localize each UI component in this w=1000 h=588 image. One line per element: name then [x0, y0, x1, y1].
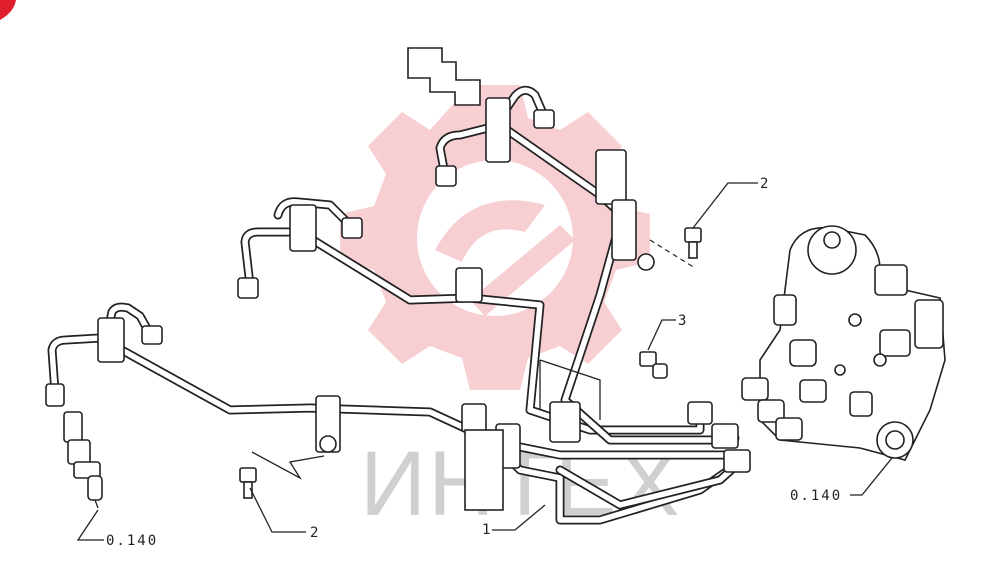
callout-2-bottom: 2	[310, 525, 320, 541]
screw-bottom	[239, 467, 257, 499]
callout-0140-left: 0.140	[106, 533, 158, 549]
screw-top	[684, 227, 702, 259]
callout-0140-right: 0.140	[790, 488, 842, 504]
screw-middle	[639, 351, 668, 379]
mounting-bracket	[407, 47, 481, 106]
callout-leaders	[76, 182, 893, 541]
callout-3: 3	[678, 313, 688, 329]
support-frame	[539, 359, 601, 420]
fuel-injection-pump	[741, 225, 946, 461]
pipe-clamps	[97, 97, 655, 469]
pipe-end-nuts	[45, 109, 751, 473]
corner-accent	[0, 0, 16, 20]
injector-left	[63, 411, 103, 509]
support-bracket	[464, 429, 504, 511]
callout-1: 1	[482, 522, 492, 538]
callout-2-top: 2	[760, 176, 770, 192]
watermark-logo	[340, 85, 650, 390]
